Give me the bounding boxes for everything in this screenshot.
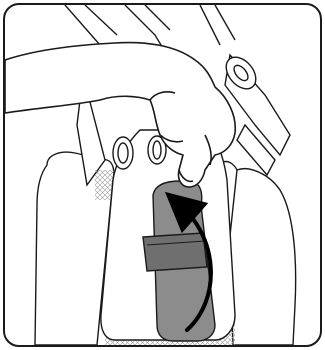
illustration-canvas [5, 5, 320, 345]
illustration-frame [3, 3, 322, 347]
